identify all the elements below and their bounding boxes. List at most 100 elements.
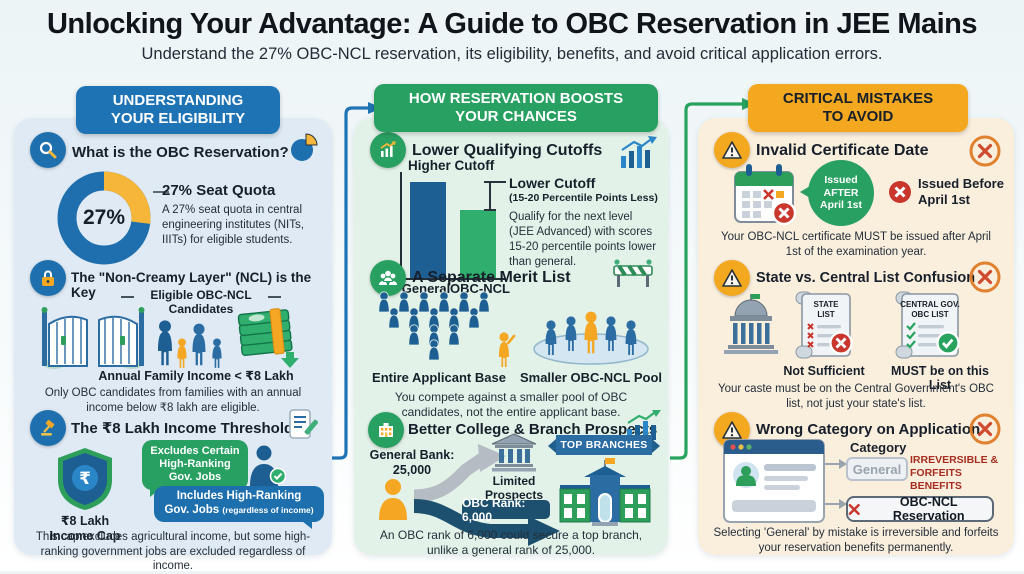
certificate-date-caption: Your OBC-NCL certificate MUST be issued … <box>721 231 991 258</box>
income-cap-label: ₹8 Lakh Income Cap <box>49 514 121 543</box>
rank-flow-arrows <box>413 444 560 546</box>
barrier-icon <box>610 258 656 295</box>
college-building-icon <box>368 412 404 448</box>
column-header-boosts: HOW RESERVATION BOOSTS YOUR CHANCES <box>374 84 658 132</box>
red-x-badge <box>888 180 912 209</box>
cutoff-chart-axes <box>400 172 506 280</box>
obc-pool-illustration <box>533 311 649 365</box>
gate-illustration <box>41 307 145 369</box>
donut-callout-line <box>153 191 169 193</box>
page-title: Unlocking Your Advantage: A Guide to OBC… <box>46 8 978 40</box>
warning-icon-2 <box>714 260 750 296</box>
growth-arrow-icon <box>624 410 662 447</box>
application-form-illustration <box>723 439 825 523</box>
circled-x-icon-2 <box>968 260 1002 299</box>
lower-cutoff-label: Lower Cutoff <box>509 175 596 191</box>
general-category-chip: General <box>846 457 908 481</box>
form-callout-arrows <box>825 459 847 509</box>
cutoff-desc: Qualify for the next level (JEE Advanced… <box>509 211 657 268</box>
prospects-caption: An OBC rank of 6,000 could secure a top … <box>379 528 643 558</box>
section-title-prospects: Better College & Branch Prospects <box>408 421 658 438</box>
wrong-category-caption: Selecting 'General' by mistake is irreve… <box>713 527 999 554</box>
section-title-merit-list: A Separate Merit List <box>412 269 571 286</box>
seat-quota-label: 27% Seat Quota <box>162 182 276 199</box>
calendar-illustration <box>734 164 797 226</box>
svg-text:₹: ₹ <box>79 469 91 489</box>
bank-building-illustration <box>491 433 537 472</box>
applicant-person-illustration <box>379 479 407 520</box>
document-edit-icon <box>286 408 319 447</box>
column-mistakes-panel: Invalid Certificate Date Issued AFTER Ap… <box>698 118 1014 555</box>
warning-icon <box>714 132 750 168</box>
connector-arrow-green <box>670 98 756 460</box>
people-icon <box>370 260 406 296</box>
cutoff-gap-marker <box>484 181 506 211</box>
state-list-scroll <box>795 291 853 359</box>
growth-chart-icon <box>370 132 406 168</box>
obc-pool-label: Smaller OBC-NCL Pool <box>519 370 663 385</box>
crowd-illustration <box>378 291 516 367</box>
section-title-ncl-key: The "Non-Creamy Layer" (NCL) is the Key <box>71 270 312 300</box>
section-title-wrong-category: Wrong Category on Application <box>756 421 981 438</box>
family-illustration <box>157 320 222 368</box>
page-subtitle: Understand the 27% OBC-NCL reservation, … <box>141 45 883 63</box>
ncl-caption: Only OBC candidates from families with a… <box>44 387 302 414</box>
section-title-list-confusion: State vs. Central List Confusion <box>756 270 976 286</box>
issued-after-bubble: Issued AFTER April 1st <box>800 160 874 226</box>
general-bar <box>410 182 446 278</box>
seat-quota-desc: A 27% seat quota in central engineering … <box>162 204 304 246</box>
quota-donut-chart: 27% <box>56 170 152 266</box>
includes-note: (regardless of income) <box>222 504 314 515</box>
section-title-invalid-date: Invalid Certificate Date <box>756 142 929 159</box>
column-eligibility-panel: What is the OBC Reservation? 27% 27% Sea… <box>14 118 332 572</box>
shield-rupee-illustration: ₹ <box>58 448 112 510</box>
section-title-lower-cutoffs: Lower Qualifying Cutoffs <box>412 142 603 159</box>
money-stack-illustration <box>237 308 299 368</box>
magnifier-icon <box>30 132 66 168</box>
person-check-illustration <box>250 445 286 486</box>
circled-x-icon-3 <box>968 412 1002 451</box>
category-label: Category <box>850 440 907 455</box>
general-bar-label: General <box>401 281 451 296</box>
must-be-on-list-label: MUST be on this List <box>891 364 989 392</box>
lower-cutoff-sub: (15-20 Percentile Points Less) <box>509 192 658 204</box>
higher-cutoff-label: Higher Cutoff <box>408 158 495 173</box>
section-title-income-threshold: The ₹8 Lakh Income Threshold <box>71 420 294 437</box>
column-header-eligibility: UNDERSTANDING YOUR ELIGIBILITY <box>76 86 280 134</box>
lock-icon <box>30 260 66 296</box>
eligible-candidates-tag: Eligible OBC-NCL Candidates <box>121 288 281 317</box>
pie-chart-icon <box>288 132 320 169</box>
obc-rank-pill: OBC Rank: 6,000 <box>462 496 550 524</box>
obc-ncl-reservation-chip: OBC-NCL Reservation <box>846 495 994 523</box>
govt-building-illustration <box>724 294 778 354</box>
speech-bubble-excludes: Excludes Certain High-Ranking Gov. Jobs <box>142 440 248 497</box>
obc-chip-label: OBC-NCL Reservation <box>892 495 965 523</box>
top-branches-banner: TOP BRANCHES <box>548 435 660 455</box>
income-cap-caption: This cap excludes agricultural income, b… <box>35 531 311 573</box>
speech-bubble-includes: Includes High-Ranking Gov. Jobs (regardl… <box>154 486 324 529</box>
irreversible-warning: IRREVERSIBLE & FORFEITS BENEFITS <box>910 454 999 493</box>
column-header-mistakes: CRITICAL MISTAKES TO AVOID <box>748 84 968 132</box>
merit-list-caption: You compete against a smaller pool of OB… <box>394 390 628 420</box>
gavel-icon <box>30 410 66 446</box>
state-list-title: STATE LIST <box>813 300 839 319</box>
income-threshold-label: Annual Family Income < ₹8 Lakh <box>98 369 294 383</box>
section-title-what-is-obc: What is the OBC Reservation? <box>72 144 289 161</box>
central-list-scroll <box>895 291 960 359</box>
list-confusion-caption: Your caste must be on the Central Govern… <box>718 383 994 410</box>
central-list-title: CENTRAL GOV. OBC LIST <box>900 300 960 319</box>
red-x-mark-icon <box>848 503 860 515</box>
applicant-base-label: Entire Applicant Base <box>372 370 506 385</box>
connector-arrow-blue <box>332 102 382 460</box>
donut-center-value: 27% <box>82 206 126 229</box>
includes-text: Includes High-Ranking Gov. Jobs <box>164 490 302 516</box>
obc-ncl-bar <box>460 210 496 278</box>
circled-x-icon <box>968 134 1002 173</box>
bar-chart-arrow-icon <box>618 136 658 175</box>
not-sufficient-label: Not Sufficient <box>783 364 865 378</box>
top-college-illustration <box>559 458 651 526</box>
limited-prospects-label: Limited Prospects <box>484 474 544 502</box>
issued-before-label: Issued Before April 1st <box>918 176 1004 207</box>
general-rank-label: General Bank: 25,000 <box>369 448 455 477</box>
column-boosts-panel: Lower Qualifying Cutoffs Higher Cutoff G… <box>354 118 668 557</box>
